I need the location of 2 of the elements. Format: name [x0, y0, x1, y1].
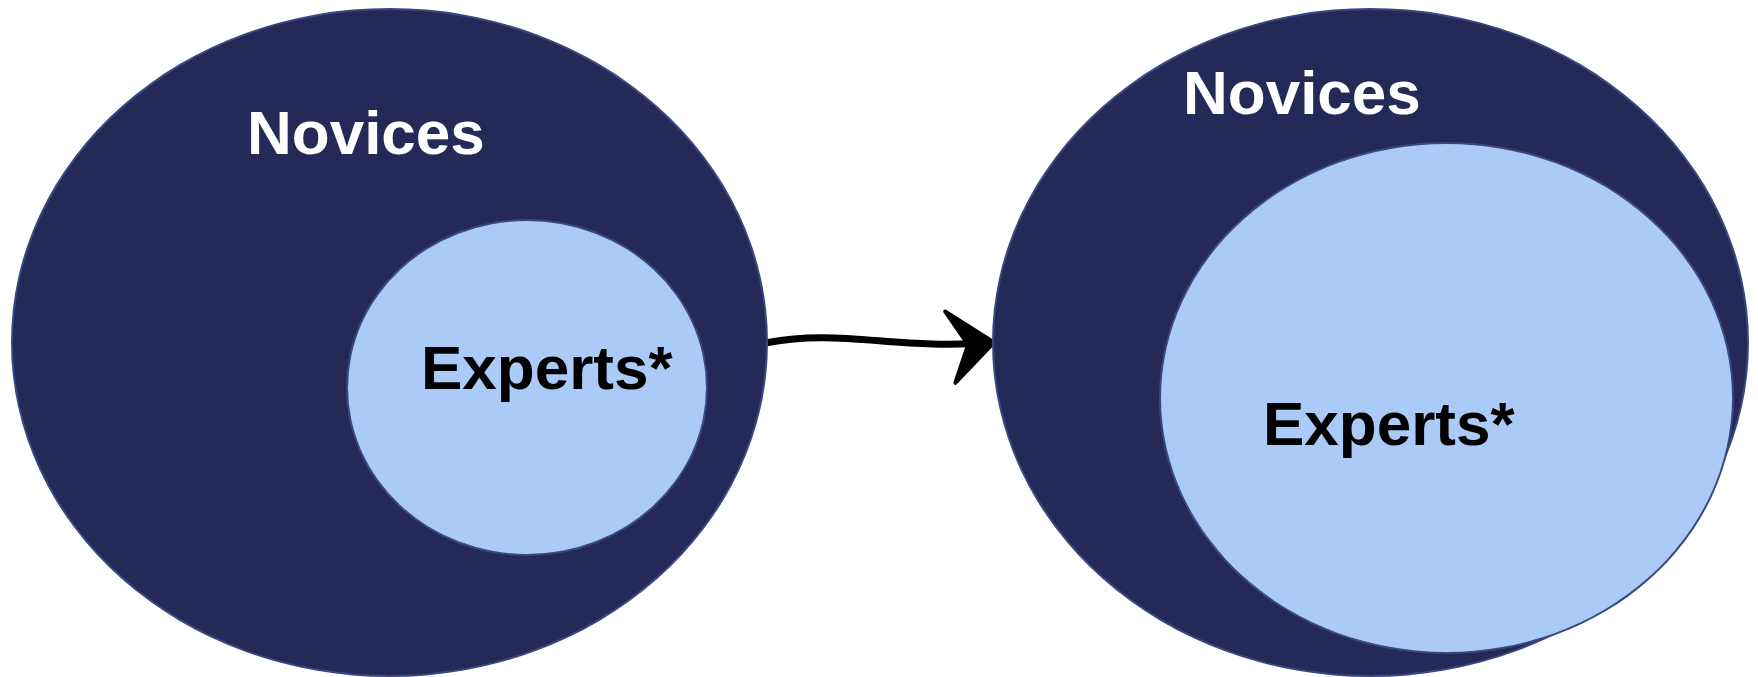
- group-label: Novices: [1183, 62, 1421, 124]
- group-label: Novices: [247, 102, 485, 164]
